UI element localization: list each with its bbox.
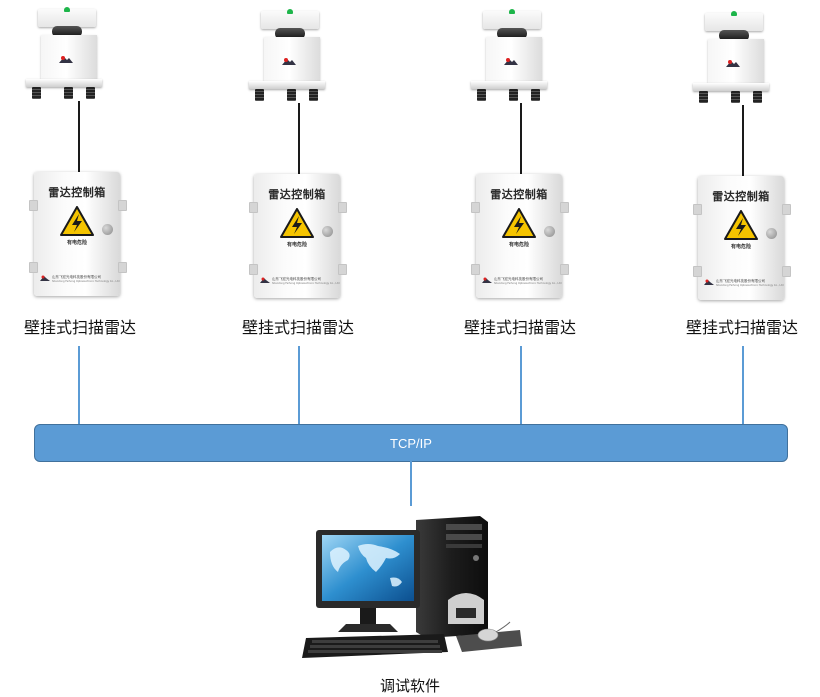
lock-knob <box>322 226 333 237</box>
high-voltage-warning-icon <box>280 208 314 238</box>
high-voltage-warning-icon <box>60 206 94 236</box>
network-label: TCP/IP <box>390 436 432 451</box>
network-link <box>520 346 522 425</box>
network-link <box>78 346 80 425</box>
control-box-title: 雷达控制箱 <box>48 186 106 199</box>
tcp-ip-network-bus: TCP/IP <box>34 424 788 462</box>
lock-knob <box>102 224 113 235</box>
high-voltage-warning-icon <box>502 208 536 238</box>
radar-sensor-icon <box>247 9 327 103</box>
radar-sensor-icon <box>691 11 771 105</box>
radar-label: 壁挂式扫描雷达 <box>685 318 798 337</box>
control-box-title: 雷达控制箱 <box>268 188 326 201</box>
lock-knob <box>544 226 555 237</box>
network-link <box>742 346 744 425</box>
radar-label: 壁挂式扫描雷达 <box>23 318 136 337</box>
control-box-icon: 雷达控制箱 有电危险 山东飞宏光电科技股份有限公司 Shandong Feiho… <box>29 172 127 296</box>
computer-workstation-icon <box>302 516 522 658</box>
sensor-cable <box>520 103 522 175</box>
control-box-icon: 雷达控制箱 有电危险 山东飞宏光电科技股份有限公司 Shandong Feiho… <box>693 176 791 300</box>
radar-sensor-icon <box>24 7 104 101</box>
network-link <box>298 346 300 425</box>
computer-link <box>410 461 412 506</box>
control-box-icon: 雷达控制箱 有电危险 山东飞宏光电科技股份有限公司 Shandong Feiho… <box>471 174 569 298</box>
sensor-cable <box>298 103 300 175</box>
computer-label: 调试软件 <box>379 677 440 695</box>
sensor-cable <box>78 101 80 173</box>
control-box-title: 雷达控制箱 <box>490 188 548 201</box>
radar-label: 壁挂式扫描雷达 <box>241 318 354 337</box>
radar-sensor-icon <box>469 9 549 103</box>
control-box-title: 雷达控制箱 <box>712 190 770 203</box>
lock-knob <box>766 228 777 239</box>
control-box-icon: 雷达控制箱 有电危险 山东飞宏光电科技股份有限公司 Shandong Feiho… <box>249 174 347 298</box>
sensor-cable <box>742 105 744 177</box>
high-voltage-warning-icon <box>724 210 758 240</box>
radar-label: 壁挂式扫描雷达 <box>463 318 576 337</box>
